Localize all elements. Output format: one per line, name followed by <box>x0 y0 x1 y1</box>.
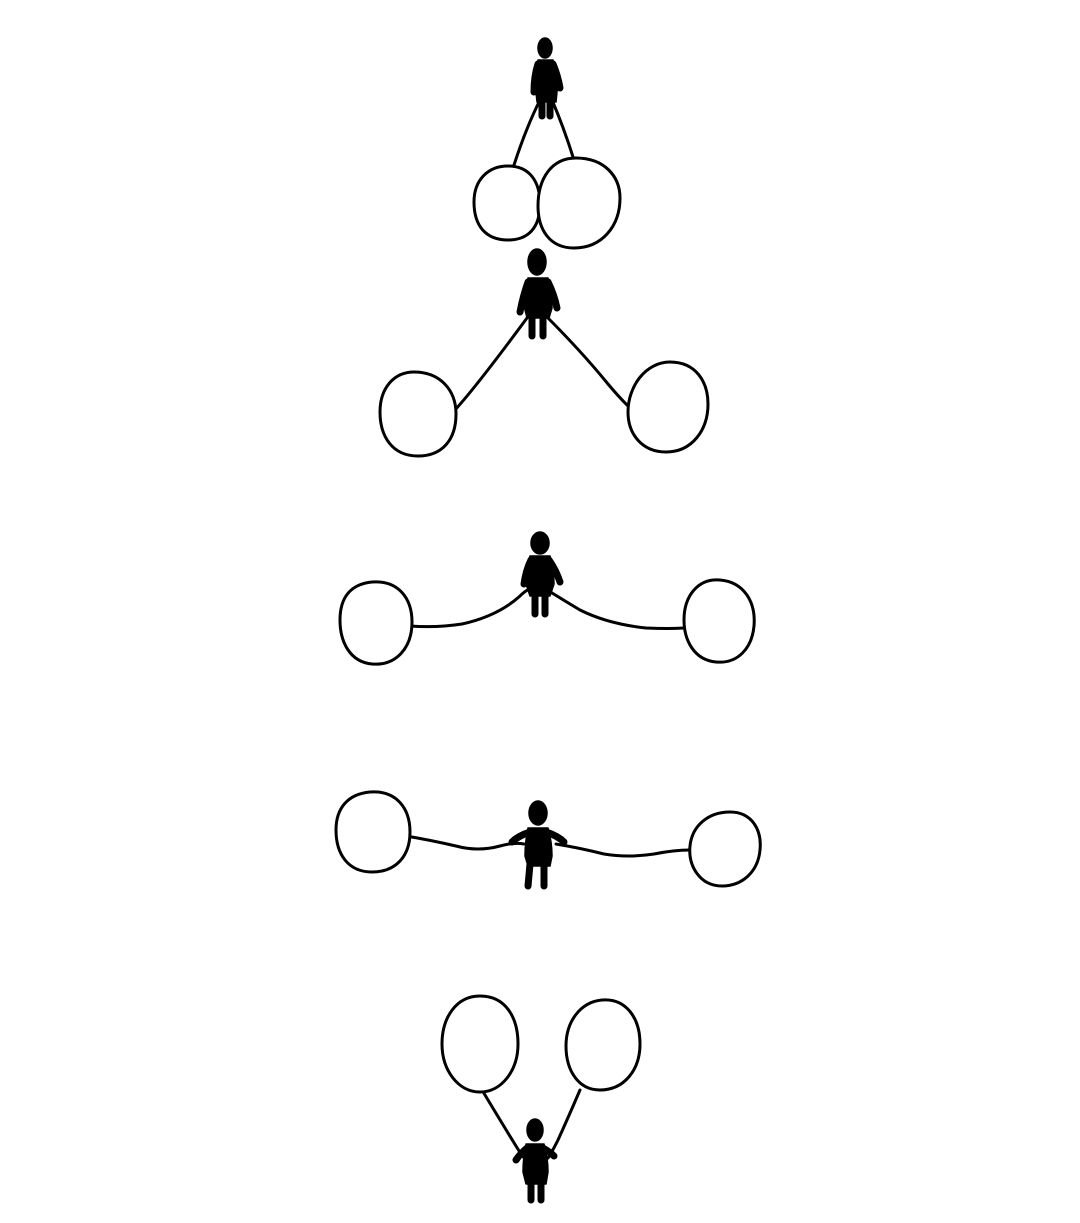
scene-1 <box>472 37 622 250</box>
balloon-right <box>682 578 756 664</box>
scene-2 <box>378 248 710 458</box>
person-figure <box>530 37 564 120</box>
balloon-right <box>536 156 622 250</box>
balloon-left <box>334 790 412 874</box>
scene-3 <box>338 531 756 666</box>
balloon-left <box>378 370 458 458</box>
person-figure <box>516 248 561 340</box>
string-left <box>404 834 526 851</box>
person-figure <box>520 531 564 618</box>
string-right <box>550 98 576 162</box>
balloon-left <box>440 994 520 1094</box>
string-right <box>546 1088 582 1160</box>
balloon-right <box>688 810 762 888</box>
scene-5 <box>440 994 642 1204</box>
string-left <box>480 1088 528 1162</box>
person-figure <box>512 1118 558 1204</box>
balloon-left <box>338 580 414 666</box>
scene-4 <box>334 790 762 890</box>
balloon-right <box>626 360 710 454</box>
string-left <box>512 98 542 167</box>
string-left <box>408 586 536 629</box>
string-left <box>453 316 529 412</box>
string-right <box>554 842 692 858</box>
string-right <box>544 314 630 408</box>
balloon-left <box>472 164 542 242</box>
balloon-right <box>564 998 642 1092</box>
person-figure <box>508 800 568 890</box>
string-right <box>542 586 686 630</box>
